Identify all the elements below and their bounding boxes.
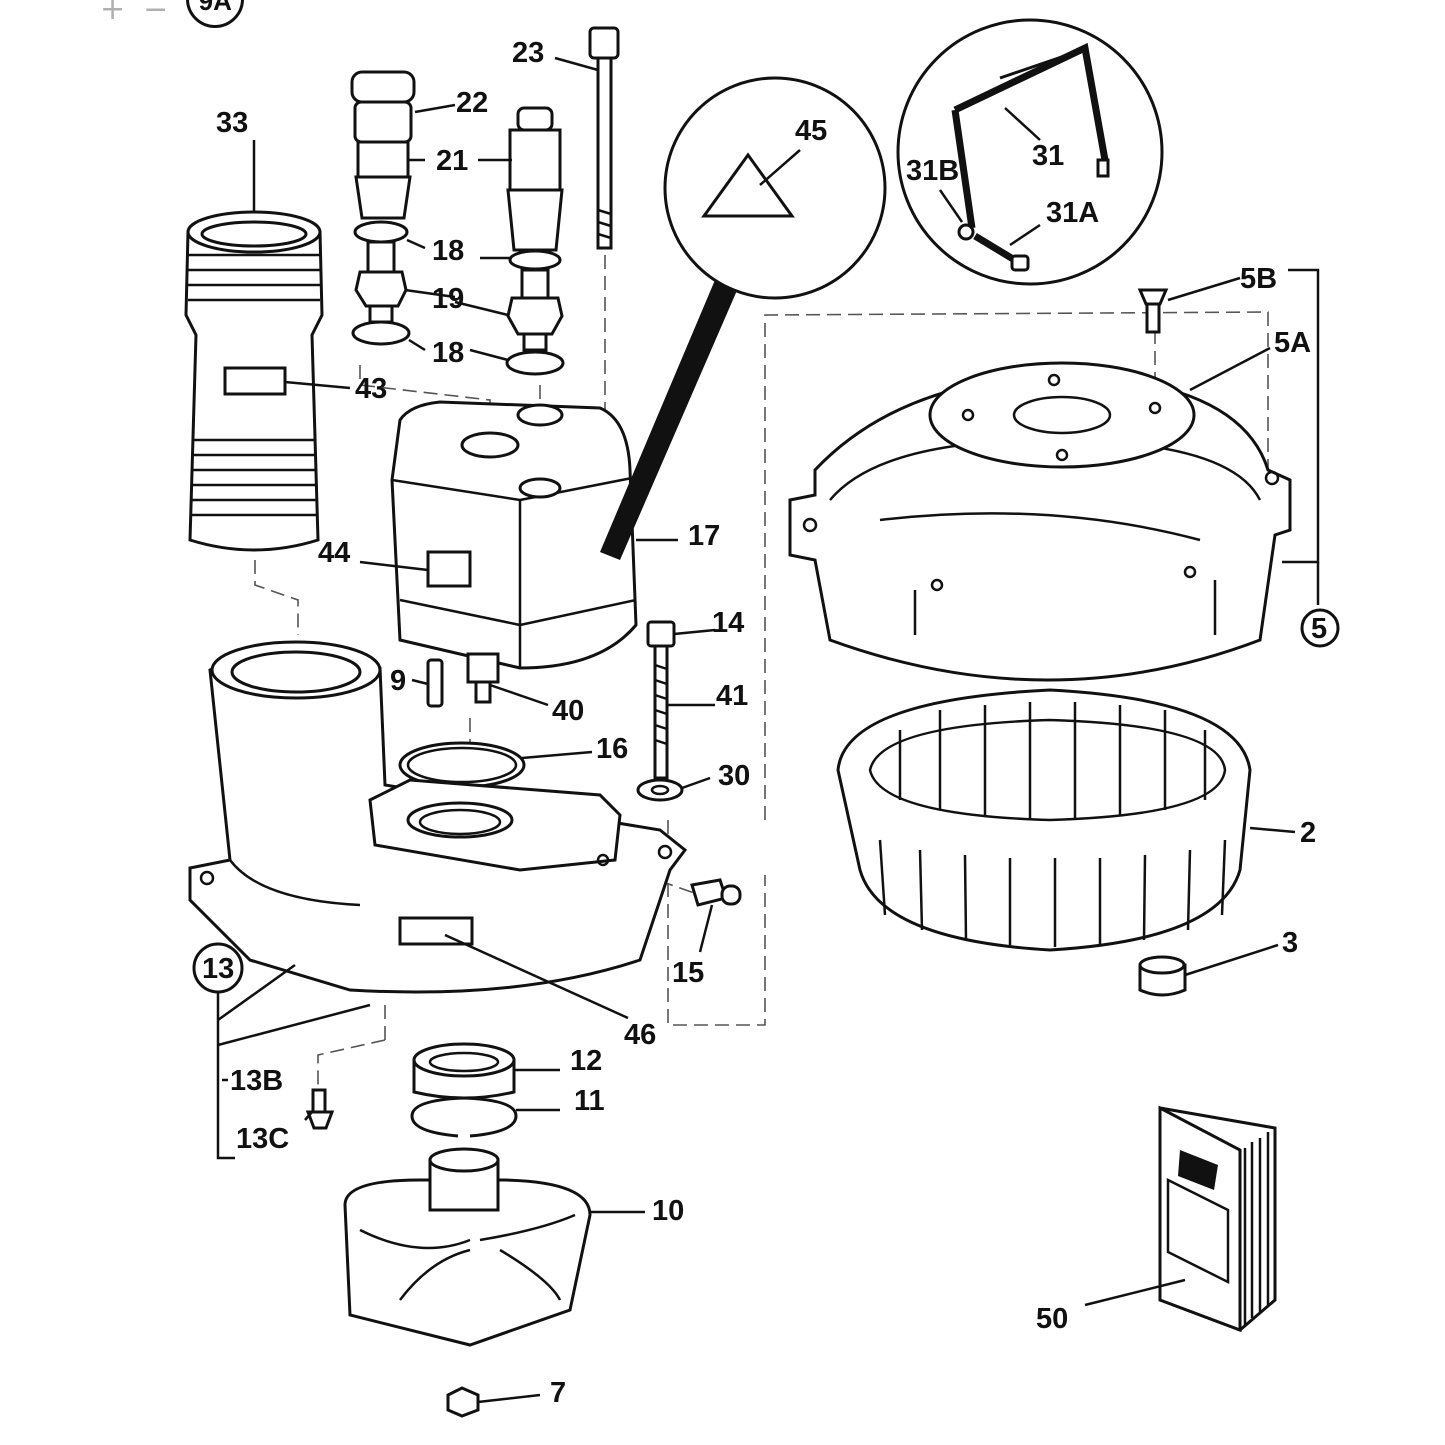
warning-triangle-icon [701, 152, 795, 218]
logo-icon [1178, 1150, 1218, 1190]
callout-12: 12 [570, 1045, 602, 1077]
detail-circle-31 [896, 18, 1164, 286]
callout-10: 10 [652, 1195, 684, 1227]
callout-33: 33 [216, 107, 248, 139]
mounting-plate-5a [928, 361, 1196, 469]
callout-31: 31 [1032, 140, 1064, 172]
callout-18-upper: 18 [432, 235, 464, 267]
assembly-marker-13 [192, 942, 244, 994]
union-19-right [506, 268, 564, 352]
callout-7: 7 [550, 1377, 566, 1409]
hydraulic-motor-17 [390, 400, 638, 704]
motor-shaft-40 [466, 652, 500, 684]
callout-21: 21 [436, 145, 468, 177]
label-plate-46 [398, 916, 474, 946]
callout-46: 46 [624, 1019, 656, 1051]
fan-housing-2 [836, 688, 1252, 952]
washer-18-lower-left [351, 320, 411, 346]
callout-13: 13 [202, 953, 234, 985]
screw-13c [305, 1088, 335, 1130]
nut-7 [446, 1386, 480, 1418]
callout-31a: 31A [1046, 197, 1099, 229]
callout-31b: 31B [906, 155, 959, 187]
detail-circle-45 [600, 76, 887, 560]
washer-18-lower-right [505, 350, 565, 376]
viewer-toolbar: + − 9A [100, 0, 245, 30]
callout-22: 22 [456, 87, 488, 119]
impeller-10 [343, 1147, 592, 1347]
motor-cover-5 [788, 361, 1292, 682]
callout-44: 44 [318, 537, 350, 569]
long-bolt-23 [588, 26, 620, 250]
callout-30: 30 [718, 760, 750, 792]
zoom-in-button[interactable]: + [100, 0, 126, 27]
leader-lines [216, 56, 1320, 1404]
callout-13c: 13C [236, 1123, 289, 1155]
callout-19: 19 [432, 283, 464, 315]
grease-nipple-15 [690, 878, 742, 907]
threaded-pipe-33 [184, 210, 324, 552]
quick-coupler-22 [350, 70, 416, 144]
callout-45: 45 [795, 115, 827, 147]
stud-bolt-14-41-30 [636, 620, 684, 802]
label-plate-43 [223, 366, 287, 396]
callout-50: 50 [1036, 1303, 1068, 1335]
nut-3 [1138, 955, 1187, 997]
callout-16: 16 [596, 733, 628, 765]
callout-18-lower: 18 [432, 337, 464, 369]
adapter-21-right [506, 106, 564, 252]
callout-43: 43 [355, 373, 387, 405]
callout-5: 5 [1311, 613, 1327, 645]
callout-9: 9 [390, 665, 406, 697]
callout-23: 23 [512, 37, 544, 69]
callout-41: 41 [716, 680, 748, 712]
callout-5a: 5A [1274, 327, 1311, 359]
callout-5b: 5B [1240, 263, 1277, 295]
seal-12 [412, 1042, 516, 1100]
zoom-out-button[interactable]: − [143, 0, 169, 27]
manual-booklet-50 [1158, 1105, 1277, 1333]
callout-14: 14 [712, 607, 744, 639]
callout-17: 17 [688, 520, 720, 552]
shaft-key-9 [426, 658, 444, 708]
callout-13b: 13B [230, 1065, 283, 1097]
callout-40: 40 [552, 695, 584, 727]
label-plate-44 [426, 550, 472, 588]
union-19-left [354, 240, 408, 324]
callout-15: 15 [672, 957, 704, 989]
circlip-11 [410, 1096, 518, 1138]
callout-2: 2 [1300, 817, 1316, 849]
callout-3: 3 [1282, 927, 1298, 959]
washer-18-upper-right [508, 249, 562, 271]
pump-housing-13 [188, 640, 688, 994]
adapter-21-left [354, 140, 412, 220]
callout-11: 11 [574, 1085, 605, 1117]
assembly-marker-5 [1300, 608, 1340, 648]
cover-screw-5b [1137, 288, 1169, 334]
callout-labels: 23 22 21 18 19 18 33 43 44 45 17 14 41 3… [202, 37, 1327, 1409]
washer-18-upper-left [353, 220, 409, 244]
